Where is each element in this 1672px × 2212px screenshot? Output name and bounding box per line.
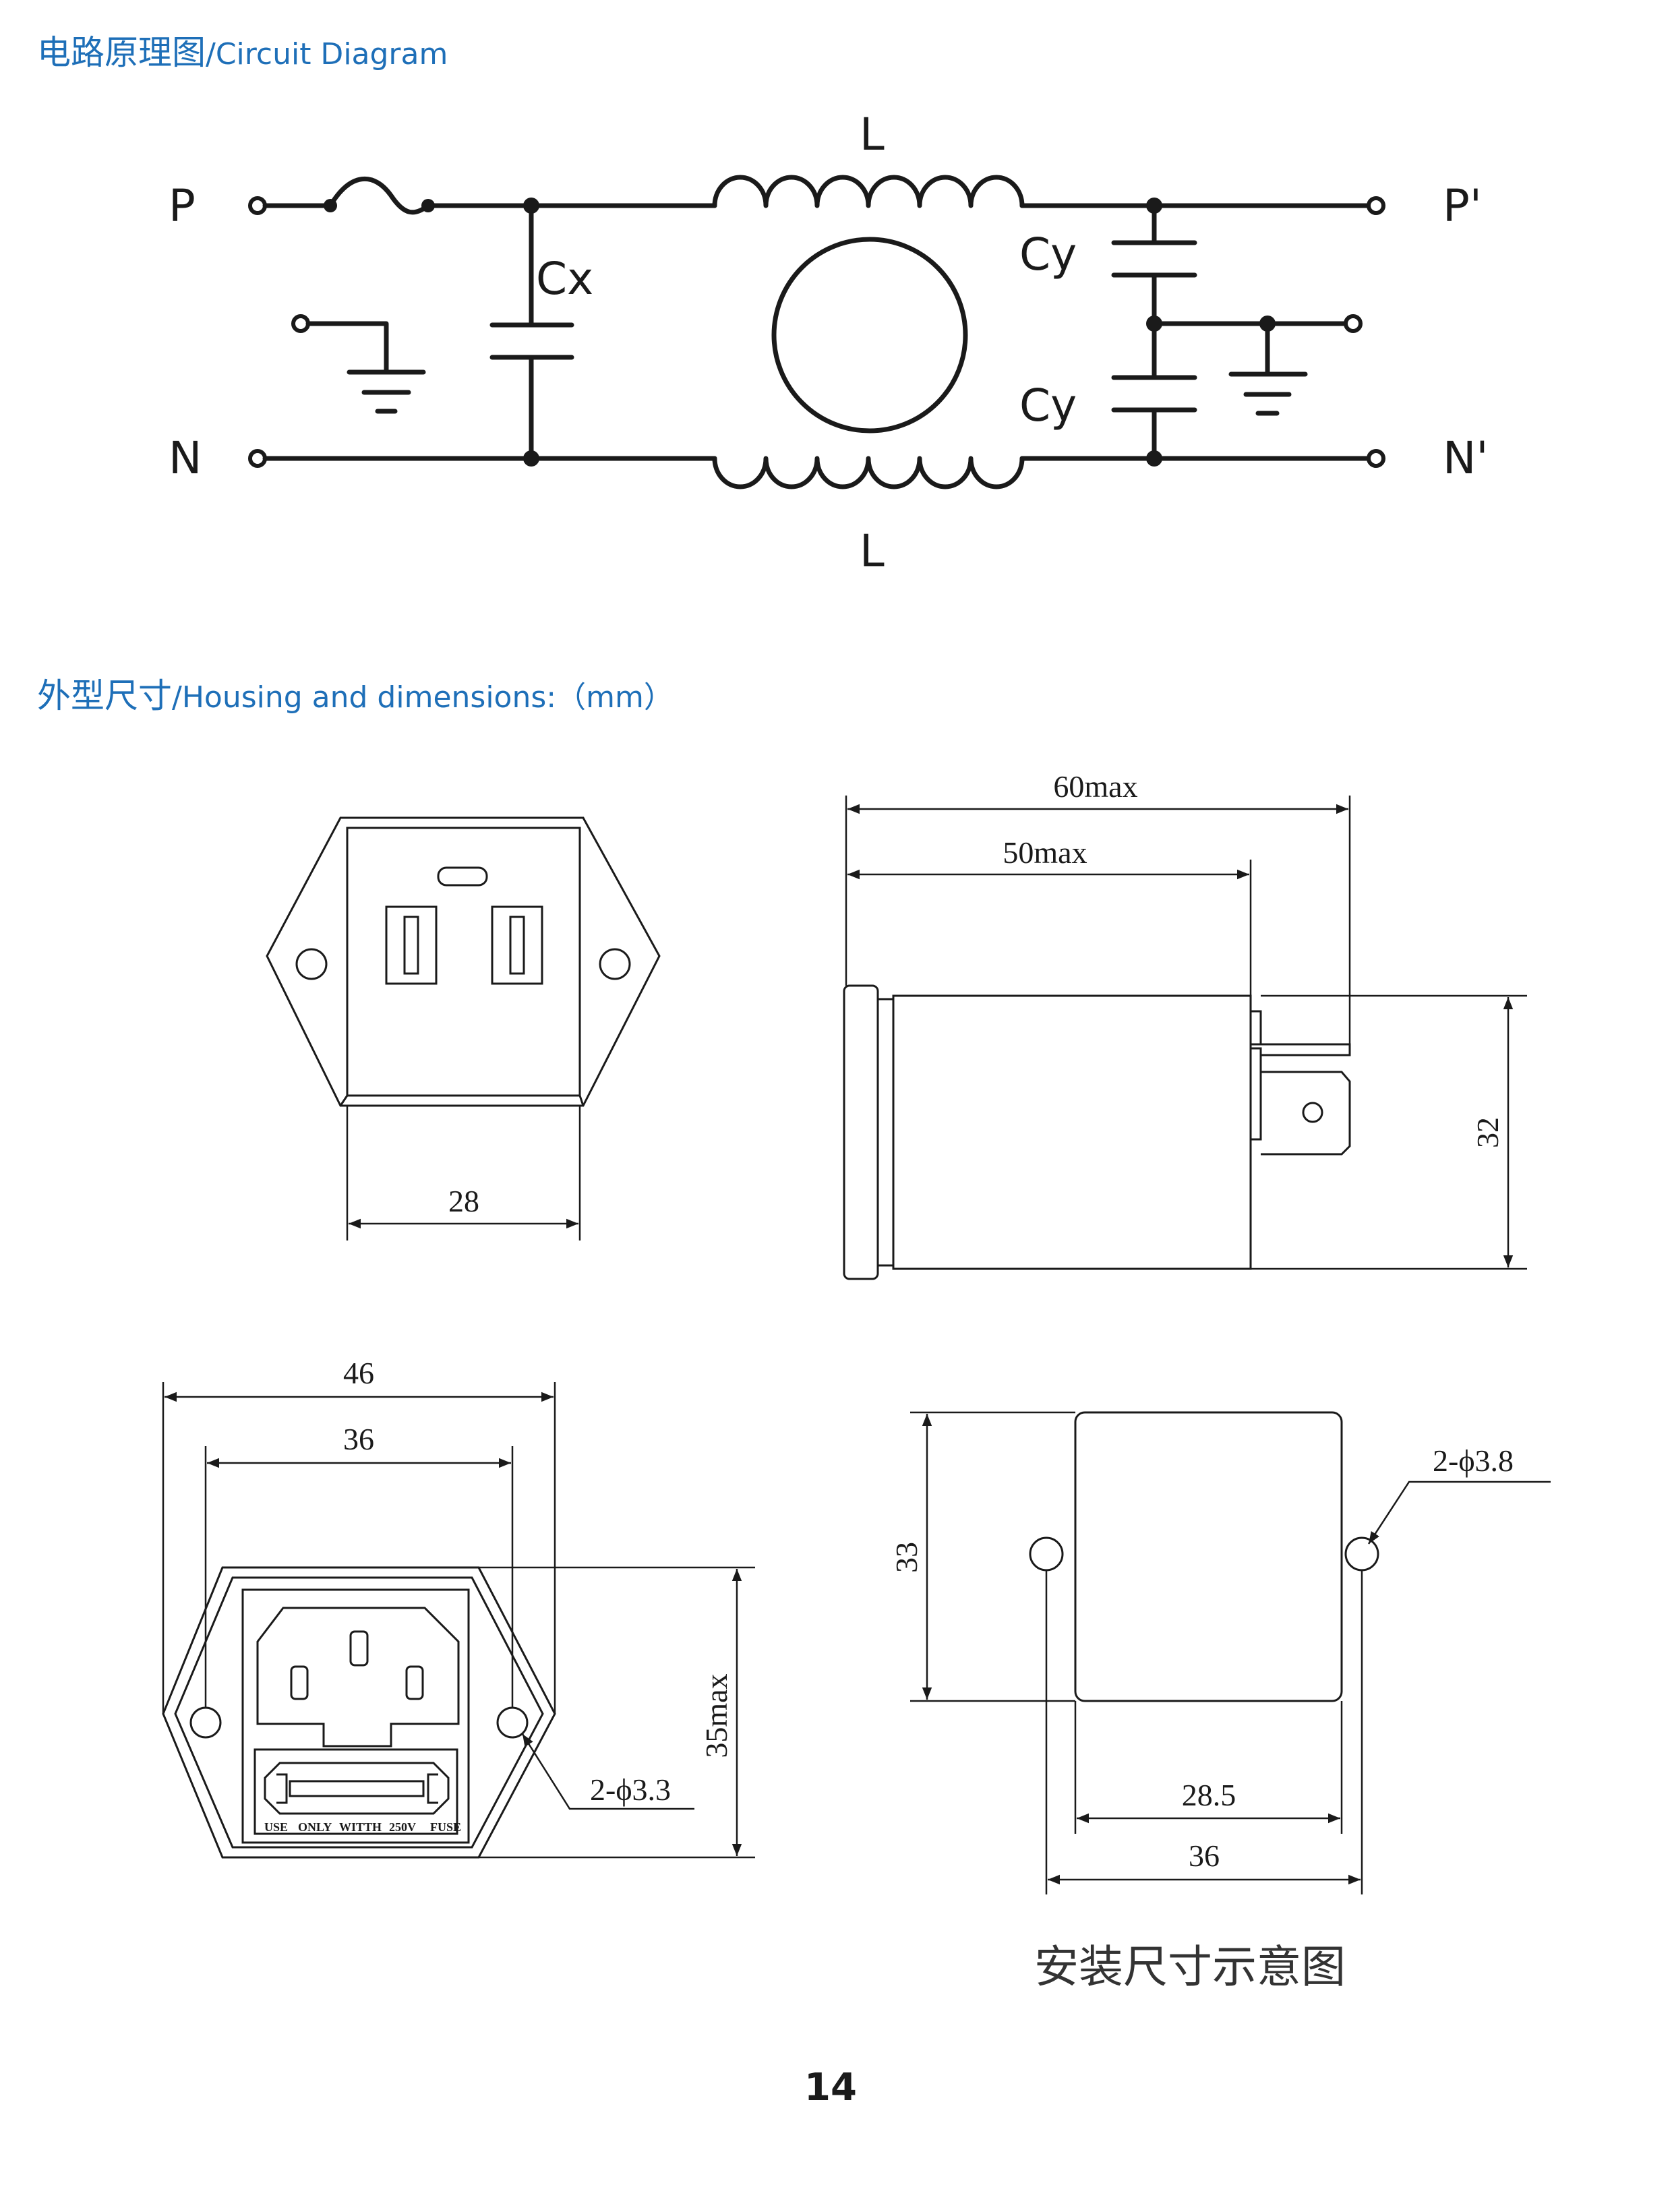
inductor-top-label: L <box>860 109 885 160</box>
n-line <box>248 449 1385 489</box>
fuse-label-4: FUSE <box>430 1820 461 1834</box>
common-mode-core <box>771 237 968 434</box>
ground-symbol-left <box>291 314 426 414</box>
terminal-p-out-label: P' <box>1443 180 1482 232</box>
mount-hole-right <box>1344 1536 1379 1572</box>
dim-flange-height: 35max <box>699 1673 734 1758</box>
p-line <box>248 175 1385 215</box>
side-view: 60max 50max 32 <box>843 769 1527 1280</box>
circuit-diagram: P N P' N' Cx Cy Cy L L <box>169 109 1489 577</box>
pin-left <box>290 1665 309 1700</box>
iec-inlet <box>256 1607 460 1747</box>
dim-mount-holes: 36 <box>1189 1839 1220 1873</box>
ground-pin <box>349 1630 369 1667</box>
dim-flange-holes: 36 <box>343 1422 374 1456</box>
dim-side-body: 50max <box>1003 835 1087 870</box>
fuse-label-1: ONLY <box>298 1820 332 1834</box>
mount-hole-left <box>189 1706 222 1739</box>
fuse-warning-text: USE ONLY WITTH 250V FUSE <box>264 1820 461 1834</box>
fuse-drawer <box>253 1748 458 1835</box>
terminal-n-out-label: N' <box>1443 432 1489 484</box>
cy-bottom-label: Cy <box>1019 380 1077 431</box>
inductor-bottom <box>712 456 1025 489</box>
cx-label: Cx <box>536 253 593 305</box>
mounting-caption: 安装尺寸示意图 <box>1034 1941 1346 1993</box>
cy-capacitors <box>1111 198 1363 467</box>
housing-title-en: /Housing and dimensions:（mm） <box>172 680 674 715</box>
flange-front-view: USE ONLY WITTH 250V FUSE 46 36 35max 2-ϕ… <box>162 1356 755 1859</box>
fuse-label-2: WITTH <box>339 1820 382 1834</box>
pin-right <box>405 1665 424 1700</box>
pin-slot-right <box>491 905 543 985</box>
housing-title-zh: 外型尺寸 <box>37 676 172 715</box>
dim-flange-overall: 46 <box>343 1356 374 1390</box>
page-number: 14 <box>804 2066 857 2110</box>
dim-mount-height: 33 <box>889 1542 924 1573</box>
circuit-title-zh: 电路原理图 <box>37 33 206 72</box>
dim-side-overall: 60max <box>1053 769 1137 804</box>
terminal-p-label: P <box>169 180 196 232</box>
mount-body-outline <box>1074 1411 1343 1702</box>
mount-hole-right <box>496 1706 529 1739</box>
inductor-top <box>712 175 1025 208</box>
dim-front-width: 28 <box>448 1184 479 1218</box>
mount-hole-right <box>599 948 631 980</box>
circuit-section-title: 电路原理图/Circuit Diagram <box>37 26 448 74</box>
fuse-label-0: USE <box>264 1820 288 1834</box>
front-view: 28 <box>266 816 661 1240</box>
inductor-bottom-label: L <box>860 525 885 577</box>
cy-top-label: Cy <box>1019 229 1077 280</box>
housing-section-title: 外型尺寸/Housing and dimensions:（mm） <box>37 669 674 717</box>
dim-mount-hole-diameter: 2-ϕ3.8 <box>1433 1443 1514 1478</box>
dim-side-height: 32 <box>1470 1117 1505 1148</box>
ground-pin-slot <box>437 866 488 887</box>
dim-mount-body: 28.5 <box>1182 1778 1236 1812</box>
cx-capacitor <box>489 198 574 467</box>
terminal-n-label: N <box>169 432 202 484</box>
pin-slot-left <box>385 905 438 985</box>
mount-hole-left <box>295 948 328 980</box>
ground-symbol-right <box>1228 321 1308 416</box>
mounting-layout: 33 28.5 36 2-ϕ3.8 <box>889 1411 1551 1894</box>
dim-flange-hole-diameter: 2-ϕ3.3 <box>590 1772 671 1807</box>
fuse-label-3: 250V <box>389 1820 416 1834</box>
circuit-title-en: /Circuit Diagram <box>206 37 448 71</box>
mount-hole-left <box>1029 1536 1064 1572</box>
fuse-symbol <box>328 177 431 215</box>
